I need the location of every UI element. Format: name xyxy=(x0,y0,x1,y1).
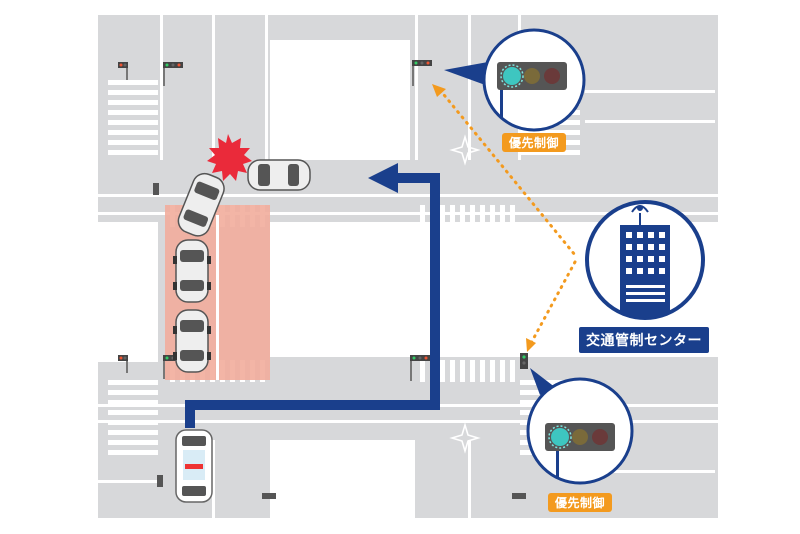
traffic-light-icon xyxy=(545,423,615,451)
city-block xyxy=(270,40,410,160)
congested-car xyxy=(173,239,211,303)
collided-car xyxy=(247,159,311,191)
priority-control-badge-bottom: 優先制御 xyxy=(548,493,612,512)
link-arrowhead xyxy=(432,84,446,97)
sparkle-icon xyxy=(449,134,481,454)
control-center xyxy=(585,200,705,320)
link-arrowhead xyxy=(526,338,536,352)
traffic-control-center-label: 交通管制センター xyxy=(579,327,709,353)
signal-callout xyxy=(444,28,586,132)
city-block xyxy=(270,222,415,357)
collided-car xyxy=(177,172,225,237)
congestion-lane-line xyxy=(216,215,219,380)
antenna-icon xyxy=(631,205,649,225)
priority-control-badge-top: 優先制御 xyxy=(502,133,566,152)
city-block xyxy=(98,222,158,362)
route-arrow xyxy=(185,163,440,428)
traffic-light-icon xyxy=(497,62,567,90)
congested-car xyxy=(173,309,211,373)
city-block xyxy=(270,440,415,518)
communication-link xyxy=(438,88,577,347)
signal-callout xyxy=(526,368,634,485)
building-icon xyxy=(620,225,670,318)
collision-burst-icon xyxy=(207,134,252,181)
priority-vehicle xyxy=(175,429,213,503)
